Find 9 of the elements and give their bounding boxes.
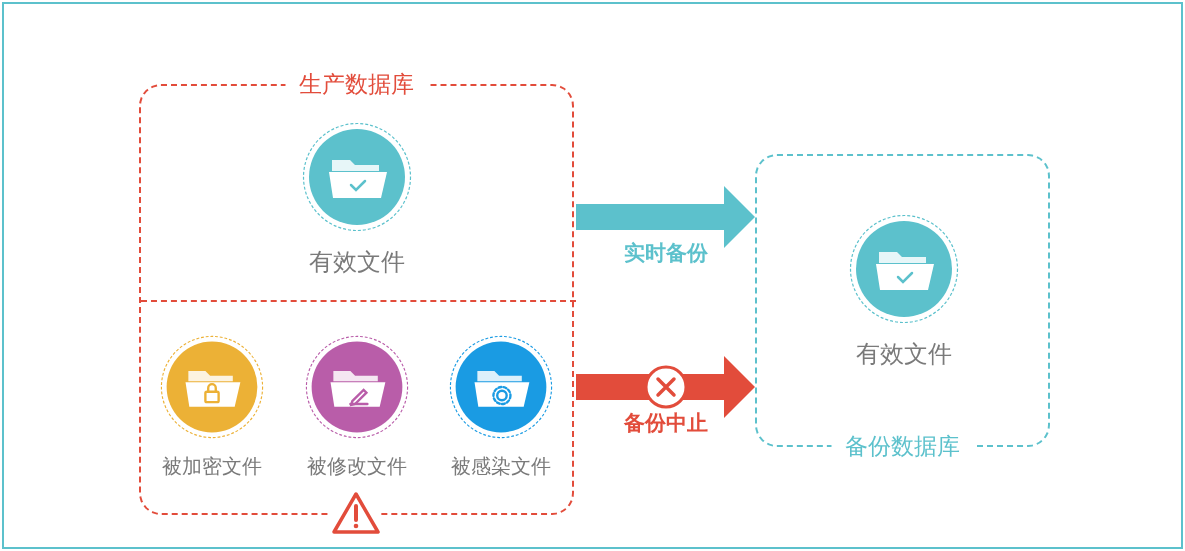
arrow <box>576 186 755 248</box>
file-label: 被修改文件 <box>307 453 407 480</box>
file-label: 有效文件 <box>309 247 405 278</box>
arrow <box>576 356 755 418</box>
edge-label: 实时备份 <box>623 240 708 267</box>
file-label: 被感染文件 <box>451 453 551 480</box>
file-label: 有效文件 <box>856 339 952 370</box>
file-label: 被加密文件 <box>162 453 262 480</box>
edge-label: 备份中止 <box>623 410 708 437</box>
